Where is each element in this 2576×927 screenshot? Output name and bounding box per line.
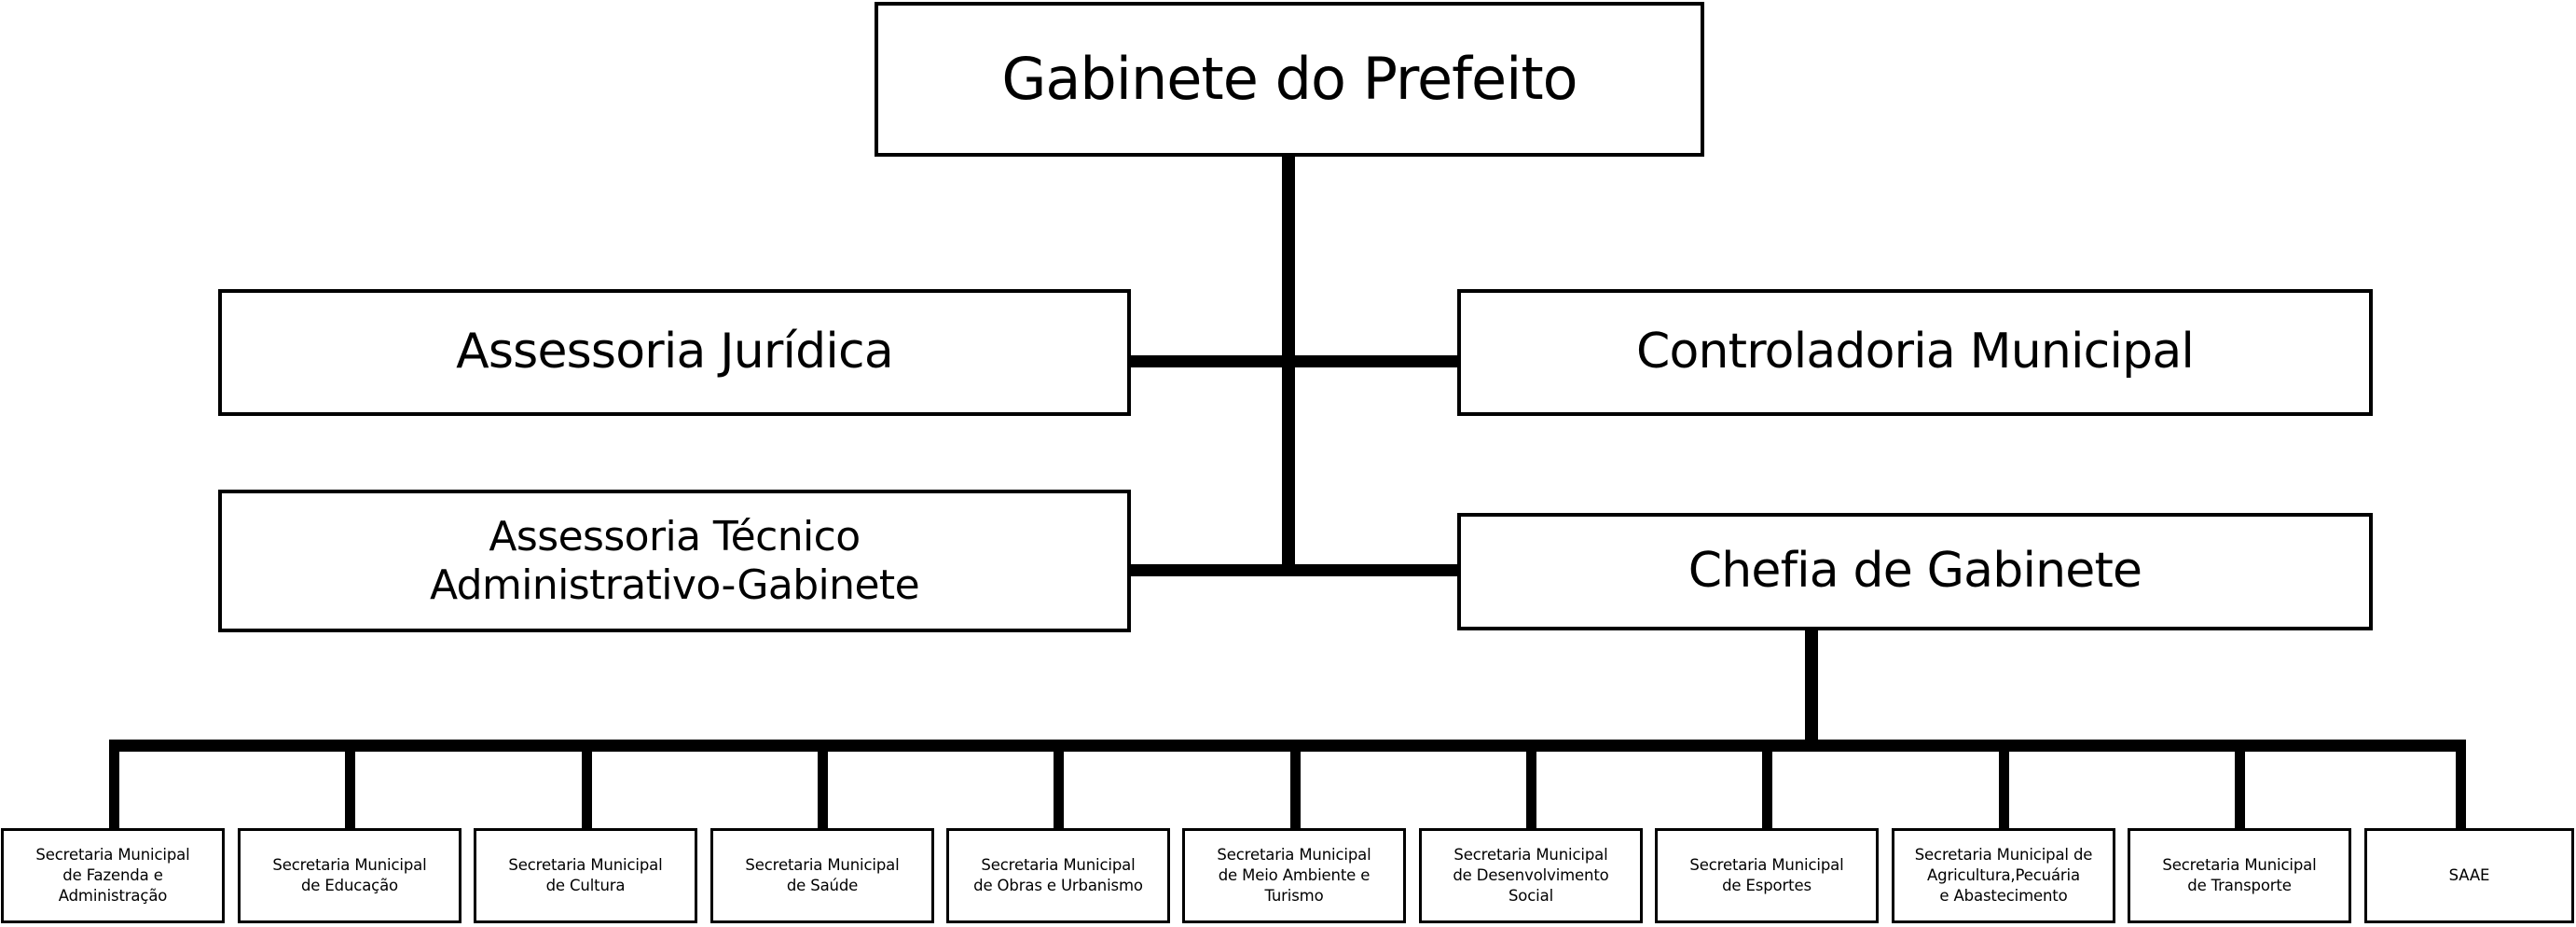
department-stub-line bbox=[109, 740, 119, 830]
department-stub-line bbox=[1526, 740, 1536, 830]
node-secretaria-transporte[interactable]: Secretaria Municipal de Transporte bbox=[2128, 828, 2351, 923]
node-label: Secretaria Municipal de Transporte bbox=[2162, 856, 2317, 894]
department-stub-line bbox=[818, 740, 828, 830]
node-label: Secretaria Municipal de Saúde bbox=[745, 856, 900, 894]
node-secretaria-educacao[interactable]: Secretaria Municipal de Educação bbox=[238, 828, 461, 923]
node-label: Secretaria Municipal de Desenvolvimento … bbox=[1453, 846, 1609, 905]
department-stub-line bbox=[2456, 740, 2466, 830]
node-label: Secretaria Municipal de Obras e Urbanism… bbox=[973, 856, 1143, 894]
node-label: Secretaria Municipal de Esportes bbox=[1689, 856, 1844, 894]
node-secretaria-esportes[interactable]: Secretaria Municipal de Esportes bbox=[1655, 828, 1879, 923]
department-stub-line bbox=[1290, 740, 1301, 830]
node-label: Chefia de Gabinete bbox=[1687, 543, 2142, 600]
department-stub-line bbox=[345, 740, 355, 830]
department-stub-line bbox=[1999, 740, 2009, 830]
node-label: Secretaria Municipal de Fazenda e Admini… bbox=[35, 846, 190, 905]
node-label: Assessoria Técnico Administrativo-Gabine… bbox=[429, 512, 920, 609]
node-saae[interactable]: SAAE bbox=[2364, 828, 2574, 923]
node-label: Controladoria Municipal bbox=[1635, 324, 2195, 380]
department-stub-line bbox=[1054, 740, 1064, 830]
node-secretaria-obras-urbanismo[interactable]: Secretaria Municipal de Obras e Urbanism… bbox=[946, 828, 1170, 923]
node-secretaria-agricultura-pecuaria-abastecimento[interactable]: Secretaria Municipal de Agricultura,Pecu… bbox=[1892, 828, 2115, 923]
node-label: Assessoria Jurídica bbox=[456, 324, 894, 380]
node-secretaria-cultura[interactable]: Secretaria Municipal de Cultura bbox=[474, 828, 697, 923]
node-label: Secretaria Municipal de Cultura bbox=[508, 856, 663, 894]
node-assessoria-tecnico-administrativo-gabinete[interactable]: Assessoria Técnico Administrativo-Gabine… bbox=[218, 490, 1131, 632]
node-assessoria-juridica[interactable]: Assessoria Jurídica bbox=[218, 289, 1131, 416]
node-label: Secretaria Municipal de Agricultura,Pecu… bbox=[1914, 846, 2093, 905]
department-stub-line bbox=[2235, 740, 2245, 830]
row3-horizontal-connector bbox=[1127, 564, 1461, 576]
chefia-drop-line bbox=[1805, 627, 1818, 748]
department-bus-line bbox=[109, 740, 2466, 752]
node-label: SAAE bbox=[2448, 866, 2490, 885]
node-secretaria-fazenda-administracao[interactable]: Secretaria Municipal de Fazenda e Admini… bbox=[1, 828, 225, 923]
node-controladoria-municipal[interactable]: Controladoria Municipal bbox=[1457, 289, 2373, 416]
node-label: Secretaria Municipal de Educação bbox=[272, 856, 427, 894]
node-label: Secretaria Municipal de Meio Ambiente e … bbox=[1217, 846, 1371, 905]
row2-horizontal-connector bbox=[1127, 355, 1461, 367]
department-stub-line bbox=[582, 740, 592, 830]
node-secretaria-desenvolvimento-social[interactable]: Secretaria Municipal de Desenvolvimento … bbox=[1419, 828, 1643, 923]
node-chefia-de-gabinete[interactable]: Chefia de Gabinete bbox=[1457, 513, 2373, 630]
node-gabinete-do-prefeito[interactable]: Gabinete do Prefeito bbox=[875, 2, 1704, 157]
node-secretaria-meio-ambiente-turismo[interactable]: Secretaria Municipal de Meio Ambiente e … bbox=[1182, 828, 1406, 923]
node-label: Gabinete do Prefeito bbox=[1001, 45, 1577, 114]
department-stub-line bbox=[1762, 740, 1772, 830]
node-secretaria-saude[interactable]: Secretaria Municipal de Saúde bbox=[710, 828, 934, 923]
